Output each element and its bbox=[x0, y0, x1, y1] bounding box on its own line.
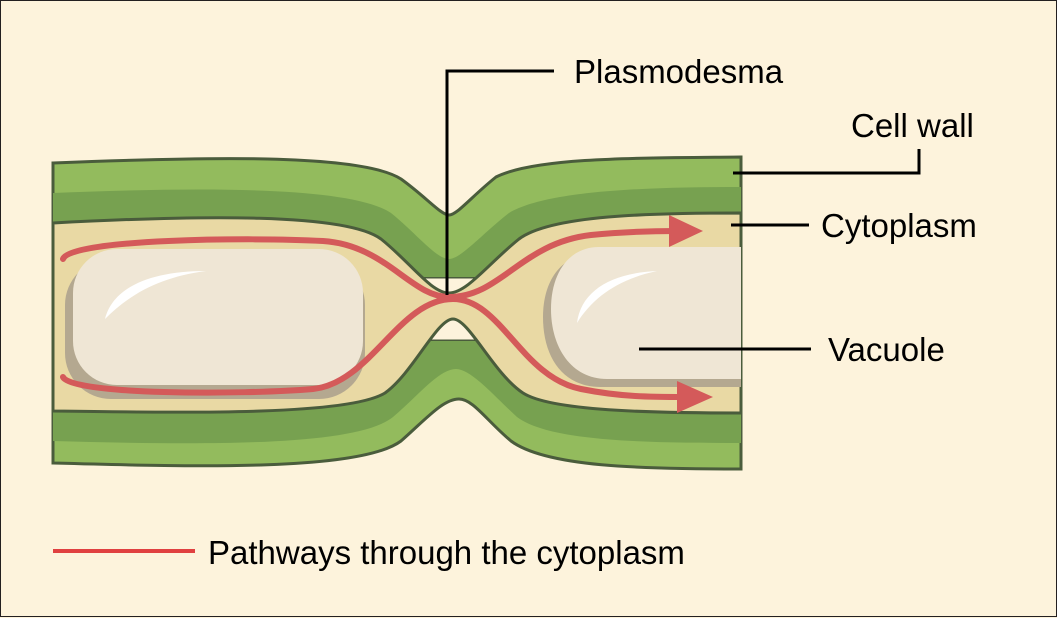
label-vacuole: Vacuole bbox=[828, 331, 945, 368]
pathway-arrow-bottom bbox=[60, 295, 688, 400]
label-cytoplasm: Cytoplasm bbox=[821, 207, 977, 244]
pathway-arrowhead-bottom bbox=[677, 381, 713, 413]
left-vacuole-highlight bbox=[105, 271, 206, 319]
pathway-arrow-top bbox=[60, 228, 680, 301]
legend-pathway-label: Pathways through the cytoplasm bbox=[208, 534, 685, 571]
plasmodesma-leader bbox=[445, 69, 554, 295]
cell-wall-leader bbox=[733, 149, 921, 175]
label-cell-wall: Cell wall bbox=[851, 107, 974, 144]
pathway-arrowhead-top bbox=[669, 215, 703, 247]
left-vacuole bbox=[73, 249, 363, 385]
label-plasmodesma: Plasmodesma bbox=[574, 53, 784, 90]
right-vacuole bbox=[551, 247, 741, 379]
right-vacuole-highlight bbox=[577, 271, 657, 323]
